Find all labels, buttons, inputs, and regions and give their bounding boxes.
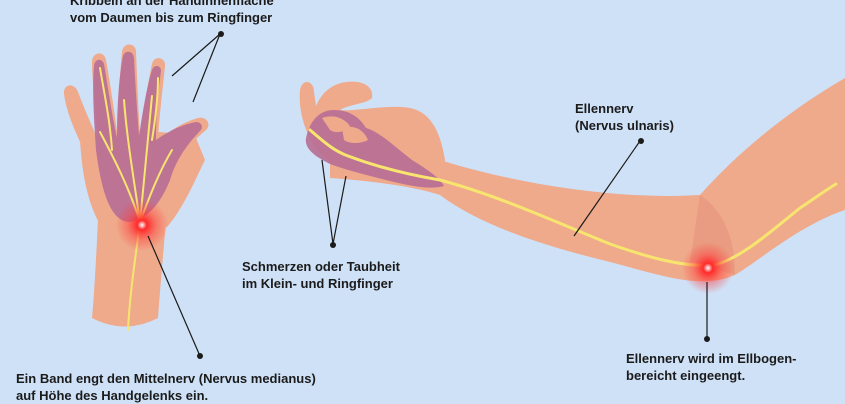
label-finger-pain-line2: im Klein- und Ringfinger: [242, 276, 393, 291]
ulnar-leader-dot: [638, 138, 644, 144]
ulnar-leader: [573, 140, 641, 237]
elbow-hotspot: [682, 242, 734, 294]
side-arm: [299, 78, 845, 294]
palm-leader-dot: [218, 31, 224, 37]
palm-leader: [171, 33, 221, 103]
label-median-nerve-line2: auf Höhe des Handgelenks ein.: [16, 388, 209, 403]
label-elbow-compression-line1: Ellennerv wird im Ellbogen-: [626, 351, 797, 366]
label-elbow-compression-line2: bereicht eingeengt.: [626, 368, 746, 383]
elbow-leader-dot: [704, 336, 710, 342]
open-hand: [63, 44, 209, 331]
leader-lines: [147, 33, 708, 357]
label-ulnar-nerve-line1: Ellennerv: [575, 101, 634, 116]
label-elbow-compression: Ellennerv wird im Ellbogen- bereicht ein…: [626, 350, 796, 384]
label-median-nerve-line1: Ein Band engt den Mittelnerv (Nervus med…: [16, 371, 316, 386]
median-leader: [147, 235, 201, 357]
label-ulnar-nerve: Ellennerv (Nervus ulnaris): [575, 100, 674, 134]
finger-leader: [321, 159, 347, 245]
hand-thumb: [63, 85, 98, 150]
wrist-hotspot: [116, 199, 168, 251]
label-palm-tingling-line1: Kribbeln an der Handinnenfläche: [70, 0, 274, 8]
median-leader-dot: [197, 353, 203, 359]
ulnar-nerve-line: [308, 128, 838, 268]
label-median-nerve: Ein Band engt den Mittelnerv (Nervus med…: [16, 370, 316, 404]
label-palm-tingling-line2: vom Daumen bis zum Ringfinger: [70, 10, 273, 25]
label-finger-pain-line1: Schmerzen oder Taubheit: [242, 259, 400, 274]
finger-leader-dot: [330, 242, 336, 248]
leader-dots: [197, 31, 710, 359]
label-finger-pain: Schmerzen oder Taubheit im Klein- und Ri…: [242, 258, 400, 292]
label-palm-tingling: Kribbeln an der Handinnenfläche vom Daum…: [70, 0, 274, 26]
label-ulnar-nerve-line2: (Nervus ulnaris): [575, 118, 674, 133]
